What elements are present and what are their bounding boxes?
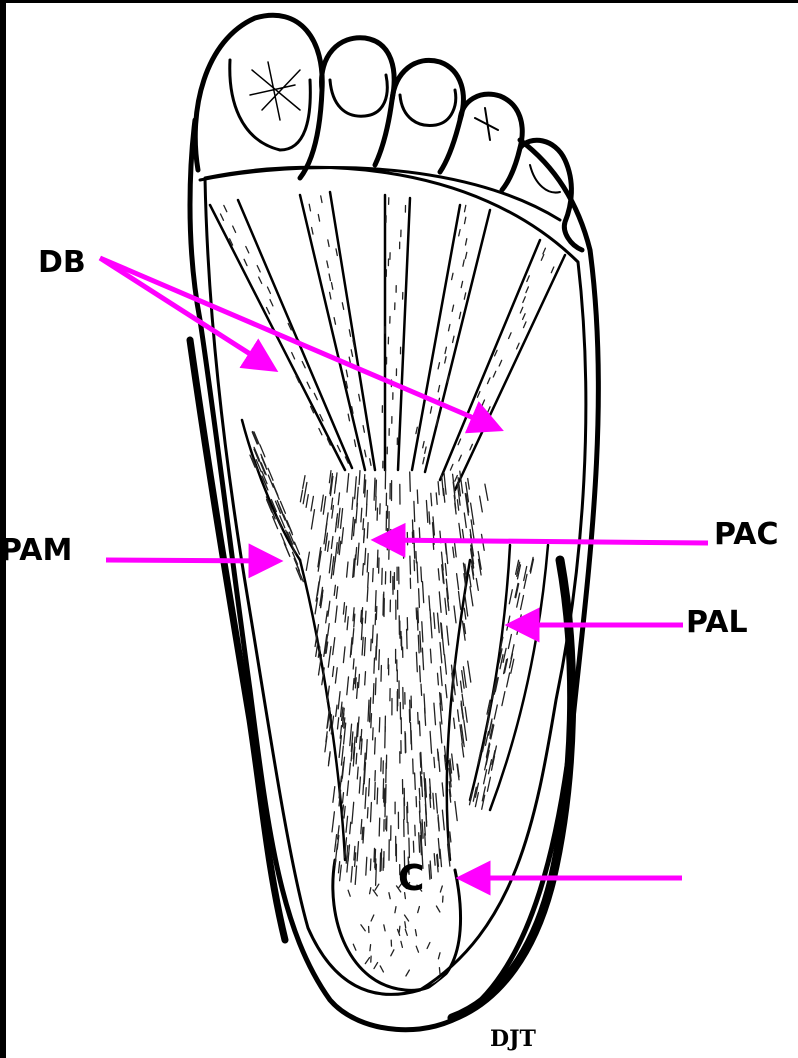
label-db: DB	[38, 245, 86, 280]
label-pac: PAC	[714, 517, 778, 552]
db-arrow-lateral	[100, 258, 497, 428]
pac-arrow	[378, 540, 708, 543]
label-c: C	[398, 858, 424, 899]
artist-signature: DJT	[490, 1026, 536, 1052]
label-pam: PAM	[0, 533, 72, 568]
pam-arrow	[106, 560, 276, 561]
label-pal: PAL	[686, 605, 748, 640]
toes	[195, 15, 582, 250]
